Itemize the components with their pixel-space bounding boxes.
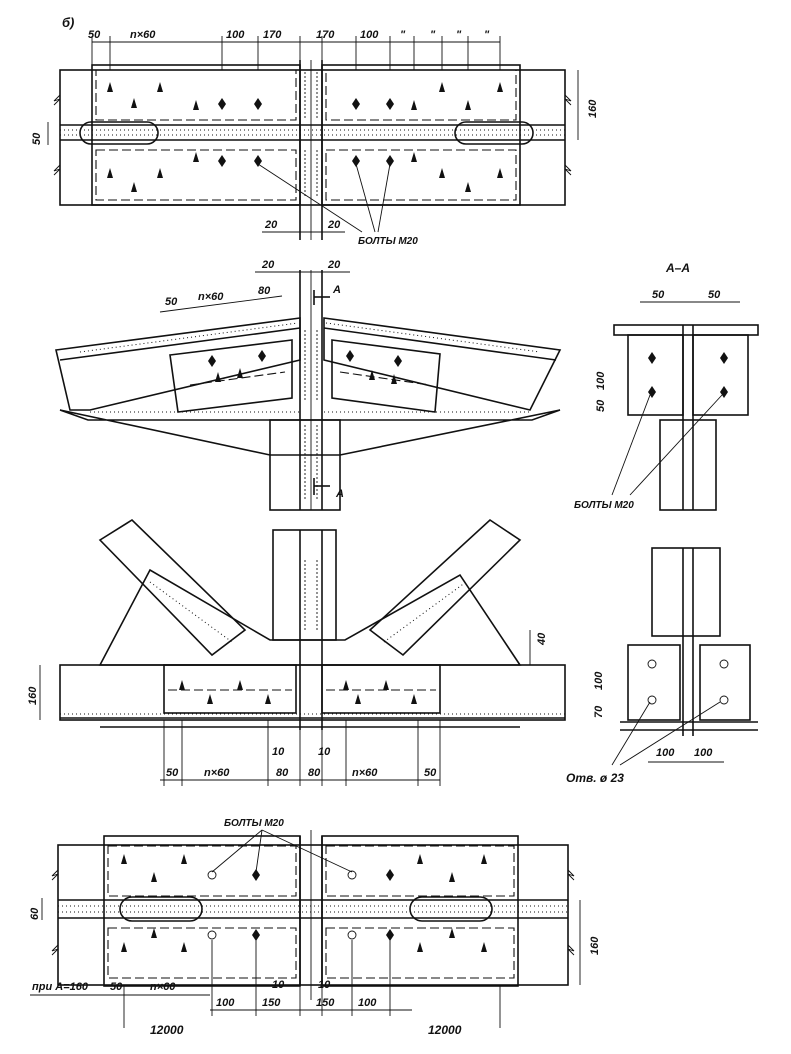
v1-dim-top-3: 170 — [263, 29, 282, 41]
v1-dim-top-8: " — [456, 29, 462, 41]
v3-dim-bottom-2: 80 — [276, 767, 289, 779]
v2-dim-left-2: 80 — [258, 285, 271, 297]
v4-dim-bottom-5: 150 — [262, 997, 281, 1009]
v3-dim-bottom-1: n×60 — [204, 767, 230, 779]
v4-dim-bottom-2: 10 — [272, 979, 285, 991]
v2-dim-left-0: 50 — [165, 296, 178, 308]
v4-dim-bottom-6: 150 — [316, 997, 335, 1009]
view-1-plan: б) 50 n×60 100 170 170 100 " " " " — [31, 15, 599, 247]
view-3-side: 100 70 100 100 Отв. ø 23 — [566, 547, 758, 785]
v3-dim-left: 160 — [27, 686, 39, 705]
v1-dim-top-7: " — [430, 29, 436, 41]
v3s-hole-label: Отв. ø 23 — [566, 771, 624, 785]
v4-dim-bottom-1: n×60 — [150, 981, 176, 993]
v4-dim-bottom-3: 10 — [318, 979, 331, 991]
v4-dim-bottom-0: 50 — [110, 981, 123, 993]
v3-dim-inner-1: 10 — [318, 746, 331, 758]
v4-span-0: 12000 — [150, 1023, 184, 1037]
section-a-a: А–А 50 50 100 50 БОЛТЫ М20 — [574, 261, 759, 511]
v3s-dim-bottom-1: 100 — [694, 747, 713, 759]
v4-dim-bottom-7: 100 — [358, 997, 377, 1009]
v3s-dim-left-0: 100 — [593, 671, 605, 690]
v2-section-mark-bottom: А — [335, 488, 344, 500]
v3s-dim-bottom-0: 100 — [656, 747, 675, 759]
v4-dim-left: 60 — [29, 907, 41, 920]
v3-dim-right: 40 — [536, 632, 548, 646]
v2-dim-top-1: 20 — [327, 259, 341, 271]
aa-title: А–А — [665, 261, 690, 275]
aa-dim-top-1: 50 — [708, 289, 721, 301]
view-4-plan: БОЛТЫ М20 — [29, 818, 601, 1037]
aa-dim-top-0: 50 — [652, 289, 665, 301]
view-2-ridge: 20 20 50 n×60 80 А — [55, 259, 562, 511]
v1-dim-top-6: " — [400, 29, 406, 41]
sheet-marker: б) — [62, 15, 74, 30]
aa-dim-left-0: 100 — [595, 371, 607, 390]
v1-dim-left: 50 — [31, 132, 43, 145]
v2-dim-top-0: 20 — [261, 259, 275, 271]
aa-bolts-label: БОЛТЫ М20 — [574, 500, 634, 511]
v4-dim-right: 160 — [589, 936, 601, 955]
v3-dim-bottom-3: 80 — [308, 767, 321, 779]
v1-bolts-label: БОЛТЫ М20 — [358, 236, 418, 247]
view-3-chord-node: 40 160 10 10 50 n×60 80 80 n×60 50 — [27, 518, 566, 786]
aa-dim-left-1: 50 — [595, 399, 607, 412]
v1-dim-bottom-1: 20 — [327, 219, 341, 231]
v1-dim-top-1: n×60 — [130, 29, 156, 41]
v4-dim-bottom-4: 100 — [216, 997, 235, 1009]
v3-dim-inner-0: 10 — [272, 746, 285, 758]
v3-dim-bottom-5: 50 — [424, 767, 437, 779]
v1-dim-top-4: 170 — [316, 29, 335, 41]
v1-dim-top-2: 100 — [226, 29, 245, 41]
v3-dim-bottom-4: n×60 — [352, 767, 378, 779]
v2-dim-left-1: n×60 — [198, 291, 224, 303]
v1-dim-top-9: " — [484, 29, 490, 41]
v1-dim-top-5: 100 — [360, 29, 379, 41]
v1-dim-right: 160 — [587, 99, 599, 118]
v3-dim-bottom-0: 50 — [166, 767, 179, 779]
v3s-dim-left-1: 70 — [593, 705, 605, 718]
v4-bolts-label: БОЛТЫ М20 — [224, 818, 284, 829]
v2-section-mark-top: А — [332, 284, 341, 296]
v4-note: при А=160 — [32, 981, 89, 993]
v1-dim-bottom-0: 20 — [264, 219, 278, 231]
v4-span-1: 12000 — [428, 1023, 462, 1037]
v1-dim-top-0: 50 — [88, 29, 101, 41]
